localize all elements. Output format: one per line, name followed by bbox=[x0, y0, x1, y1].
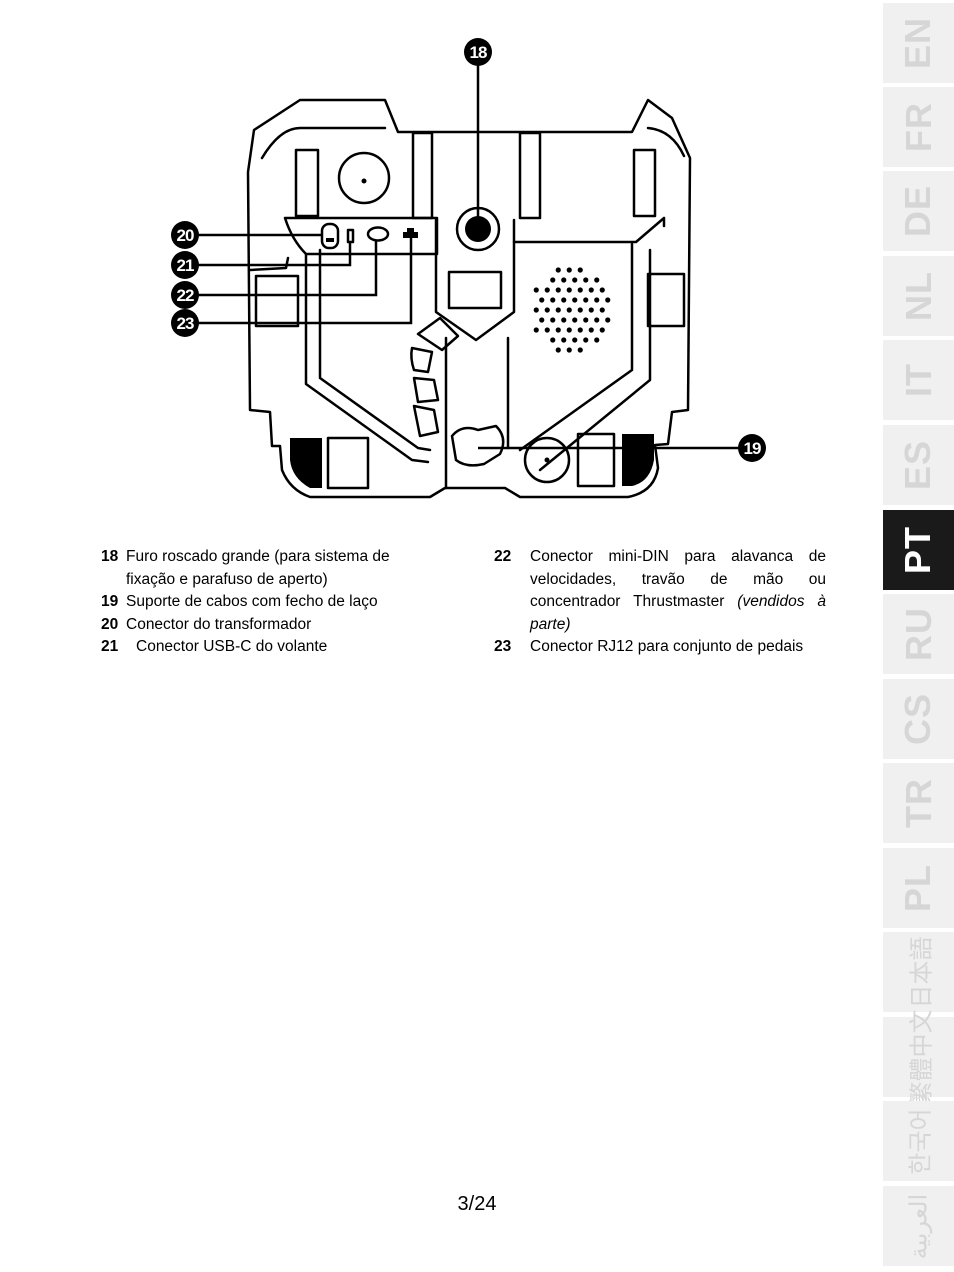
legend-right: 22 Conector mini-DIN para alavanca de ve… bbox=[494, 546, 826, 659]
legend-text: Conector do transformador bbox=[126, 615, 312, 633]
lang-tab-ru[interactable]: RU bbox=[883, 594, 954, 674]
legend-number: 20 bbox=[101, 615, 119, 633]
svg-text:21: 21 bbox=[177, 256, 194, 275]
svg-text:23: 23 bbox=[177, 314, 194, 333]
legend-item-22: 22 Conector mini-DIN para alavanca de ve… bbox=[494, 546, 826, 636]
lang-tab-cs[interactable]: CS bbox=[883, 679, 954, 759]
legend-text: Conector RJ12 para conjunto de pedais bbox=[530, 638, 804, 655]
callout-19: 19 bbox=[738, 434, 766, 462]
callout-18: 18 bbox=[464, 38, 492, 66]
legend-item-23: 23 Conector RJ12 para conjunto de pedais bbox=[494, 636, 826, 659]
lang-tab-ja[interactable]: 日本語 bbox=[883, 932, 954, 1012]
lang-tab-ar[interactable]: العربية bbox=[883, 1186, 954, 1266]
base-outline bbox=[246, 98, 692, 499]
svg-text:19: 19 bbox=[744, 439, 761, 458]
legend-text: Conector mini-DIN para alavanca de veloc… bbox=[530, 548, 826, 633]
speaker-grille bbox=[533, 267, 611, 353]
lang-tab-ko[interactable]: 한국어 bbox=[883, 1101, 954, 1181]
svg-text:18: 18 bbox=[470, 43, 487, 62]
language-sidebar: EN FR DE NL IT ES PT RU CS TR PL 日本語 繁體中… bbox=[883, 0, 954, 1272]
lang-tab-tr[interactable]: TR bbox=[883, 763, 954, 843]
legend-number: 21 bbox=[101, 638, 119, 655]
callout-21: 21 bbox=[171, 251, 199, 279]
legend-text: Conector USB-C do volante bbox=[136, 638, 328, 655]
page-number: 3/24 bbox=[457, 1193, 497, 1215]
legend-number: 18 bbox=[101, 548, 119, 565]
legend-item-18: 18 Furo roscado grande (para sistema de … bbox=[101, 546, 431, 591]
callout-20: 20 bbox=[171, 221, 199, 249]
lang-tab-pl[interactable]: PL bbox=[883, 848, 954, 928]
legend-note: (vendidos à parte) bbox=[530, 593, 826, 633]
callout-22: 22 bbox=[171, 281, 199, 309]
legend-item-19: 19 Suporte de cabos com fecho de laço bbox=[101, 591, 431, 614]
lang-tab-pt[interactable]: PT bbox=[883, 510, 954, 590]
legend-number: 23 bbox=[494, 638, 512, 655]
legend-item-20: 20 Conector do transformador bbox=[101, 614, 431, 637]
legend-text: Suporte de cabos com fecho de laço bbox=[126, 593, 378, 610]
legend-item-21: 21 Conector USB-C do volante bbox=[101, 636, 431, 659]
legend-number: 22 bbox=[494, 548, 512, 565]
legend-number: 19 bbox=[101, 593, 119, 610]
lang-tab-it[interactable]: IT bbox=[883, 340, 954, 420]
product-diagram: 18 19 20 21 22 23 bbox=[171, 38, 766, 499]
svg-text:20: 20 bbox=[177, 226, 194, 245]
legend-left: 18 Furo roscado grande (para sistema de … bbox=[101, 546, 431, 659]
lang-tab-de[interactable]: DE bbox=[883, 171, 954, 251]
lang-tab-zh-hant[interactable]: 繁體中文 bbox=[883, 1009, 954, 1105]
lang-tab-en[interactable]: EN bbox=[883, 3, 954, 83]
lang-tab-es[interactable]: ES bbox=[883, 425, 954, 505]
callout-23: 23 bbox=[171, 309, 199, 337]
lang-tab-nl[interactable]: NL bbox=[883, 256, 954, 336]
lang-tab-fr[interactable]: FR bbox=[883, 87, 954, 167]
legend-text: Furo roscado grande (para sistema de fix… bbox=[126, 548, 390, 588]
svg-text:22: 22 bbox=[177, 286, 194, 305]
